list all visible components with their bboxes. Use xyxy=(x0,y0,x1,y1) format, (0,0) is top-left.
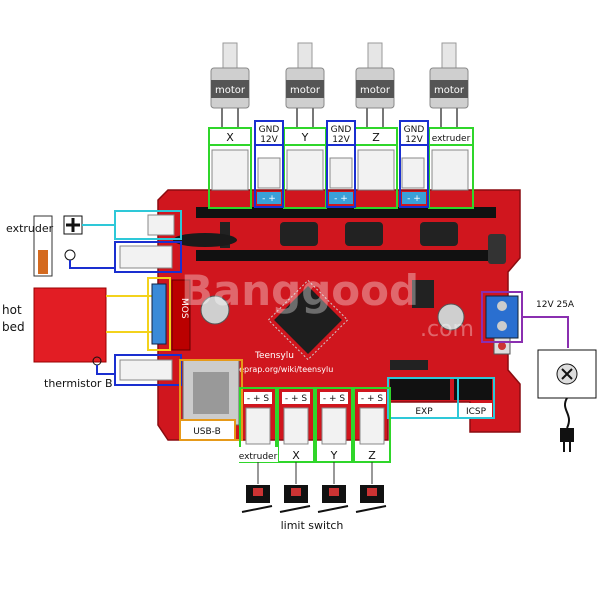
top-labels: X Y Z extruder GND 12V - + GND 12V - + G… xyxy=(208,120,474,209)
stop-pin-label: - + S xyxy=(361,394,384,404)
v12-label: 12V xyxy=(332,135,350,145)
v12-label: 12V xyxy=(260,135,278,145)
conn-extruder-label: extruder xyxy=(432,134,471,144)
limit-switches: limit switch xyxy=(241,485,387,532)
thermistor-icon xyxy=(64,249,76,261)
v12-label: 12V xyxy=(405,135,423,145)
watermark: Banggood xyxy=(181,266,419,315)
motor-label: motor xyxy=(215,85,246,96)
board-url: reprap.org/wiki/teensylu xyxy=(236,365,333,374)
nozzle-icon xyxy=(38,250,48,274)
endstop-y-label: Y xyxy=(330,449,338,462)
stop-pin-label: - + S xyxy=(323,394,346,404)
stop-pin-label: - + S xyxy=(247,394,270,404)
polarity-label: - + xyxy=(407,194,421,204)
gnd-label: GND xyxy=(259,125,280,135)
icsp-label: ICSP xyxy=(466,407,487,417)
endstop-connectors: - + S - + S - + S - + S extruder X Y Z xyxy=(238,387,391,484)
conn-z-label: Z xyxy=(372,131,380,144)
gnd-label: GND xyxy=(404,125,425,135)
motor-extruder: motor xyxy=(429,42,469,128)
motor-z: motor xyxy=(355,42,395,128)
board-connectors-top xyxy=(211,149,469,191)
power-label: 12V 25A xyxy=(536,300,575,310)
limit-switch-icon xyxy=(241,485,273,513)
gnd-label: GND xyxy=(331,125,352,135)
mos-label: MOS xyxy=(179,298,189,319)
usb-b: USB-B xyxy=(179,359,243,441)
usb-label: USB-B xyxy=(193,427,221,437)
polarity-label: - + xyxy=(262,194,276,204)
limit-switch-icon xyxy=(355,485,387,513)
endstop-z-label: Z xyxy=(368,449,376,462)
left-extruder-label: extruder xyxy=(6,222,54,235)
thermistor-b: thermistor B xyxy=(44,354,182,390)
stop-pin-label: - + S xyxy=(285,394,308,404)
limit-switch-icon xyxy=(279,485,311,513)
thermistor-label: thermistor B xyxy=(44,377,113,390)
hot-bed: hot bed xyxy=(2,277,171,363)
endstop-extruder-label: extruder xyxy=(239,452,278,462)
polarity-label: - + xyxy=(334,194,348,204)
left-extruder: extruder xyxy=(6,215,83,277)
hot-bed-label-1: hot xyxy=(2,303,22,317)
motor-label: motor xyxy=(290,85,321,96)
limit-switch-icon xyxy=(317,485,349,513)
endstop-x-label: X xyxy=(292,449,300,462)
motor-x: motor xyxy=(210,42,250,128)
motor-y: motor xyxy=(285,42,325,128)
motor-label: motor xyxy=(360,85,391,96)
limit-switch-label: limit switch xyxy=(281,519,344,532)
exp-label: EXP xyxy=(415,407,433,417)
power-input: 12V 25A xyxy=(481,291,597,452)
board-brand: Teensylu xyxy=(254,351,294,361)
exp-icsp: EXP ICSP xyxy=(387,377,495,419)
watermark-com: .com xyxy=(420,317,474,342)
conn-y-label: Y xyxy=(301,131,309,144)
hot-bed-label-2: bed xyxy=(2,320,25,334)
conn-x-label: X xyxy=(226,131,234,144)
motor-label: motor xyxy=(434,85,465,96)
hot-bed-icon xyxy=(33,287,107,363)
plug-icon xyxy=(560,428,574,442)
